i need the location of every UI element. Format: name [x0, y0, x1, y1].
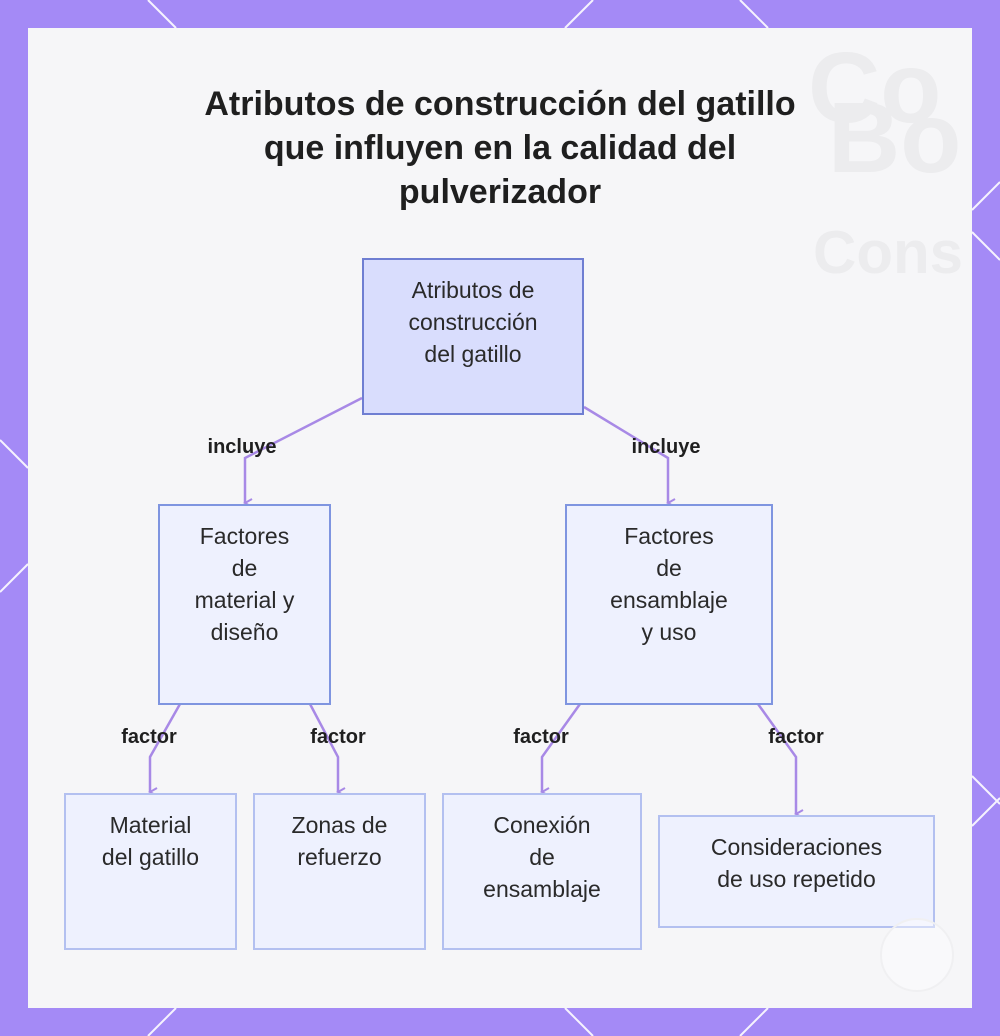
edge-label: incluye	[631, 436, 701, 458]
diagram-title: Atributos de construcción del gatillo qu…	[204, 85, 796, 211]
watermark-logo	[880, 918, 954, 992]
edge-branch-1-to-leaf-2	[308, 703, 338, 792]
edge-label: factor	[768, 726, 824, 748]
edge-branch-2-to-leaf-3	[542, 703, 582, 792]
edge-root-to-branch-1	[245, 396, 363, 503]
node-leaf-zonas-refuerzo: Zonas de refuerzo	[253, 793, 426, 950]
node-leaf-conexion-ensamblaje: Conexión de ensamblaje	[442, 793, 642, 950]
background-ghost-text: Cons	[813, 219, 963, 286]
edge-branch-2-to-leaf-4	[756, 703, 796, 814]
node-leaf-material-gatillo: Material del gatillo	[64, 793, 237, 950]
edge-label: incluye	[207, 436, 277, 458]
background-ghost-text: Bo	[828, 82, 962, 194]
background-ghost-text: Co	[808, 32, 942, 144]
edge-root-to-branch-2	[583, 405, 668, 503]
edge-label: factor	[310, 726, 366, 748]
node-leaf-consideraciones-uso: Consideraciones de uso repetido	[658, 815, 935, 928]
node-branch-ensamblaje-uso: Factores de ensamblaje y uso	[565, 504, 773, 705]
node-branch-material-diseno: Factores de material y diseño	[158, 504, 331, 705]
node-root: Atributos de construcción del gatillo	[362, 258, 584, 415]
edge-branch-1-to-leaf-1	[150, 703, 182, 792]
edge-label: factor	[121, 726, 177, 748]
edge-label: factor	[513, 726, 569, 748]
